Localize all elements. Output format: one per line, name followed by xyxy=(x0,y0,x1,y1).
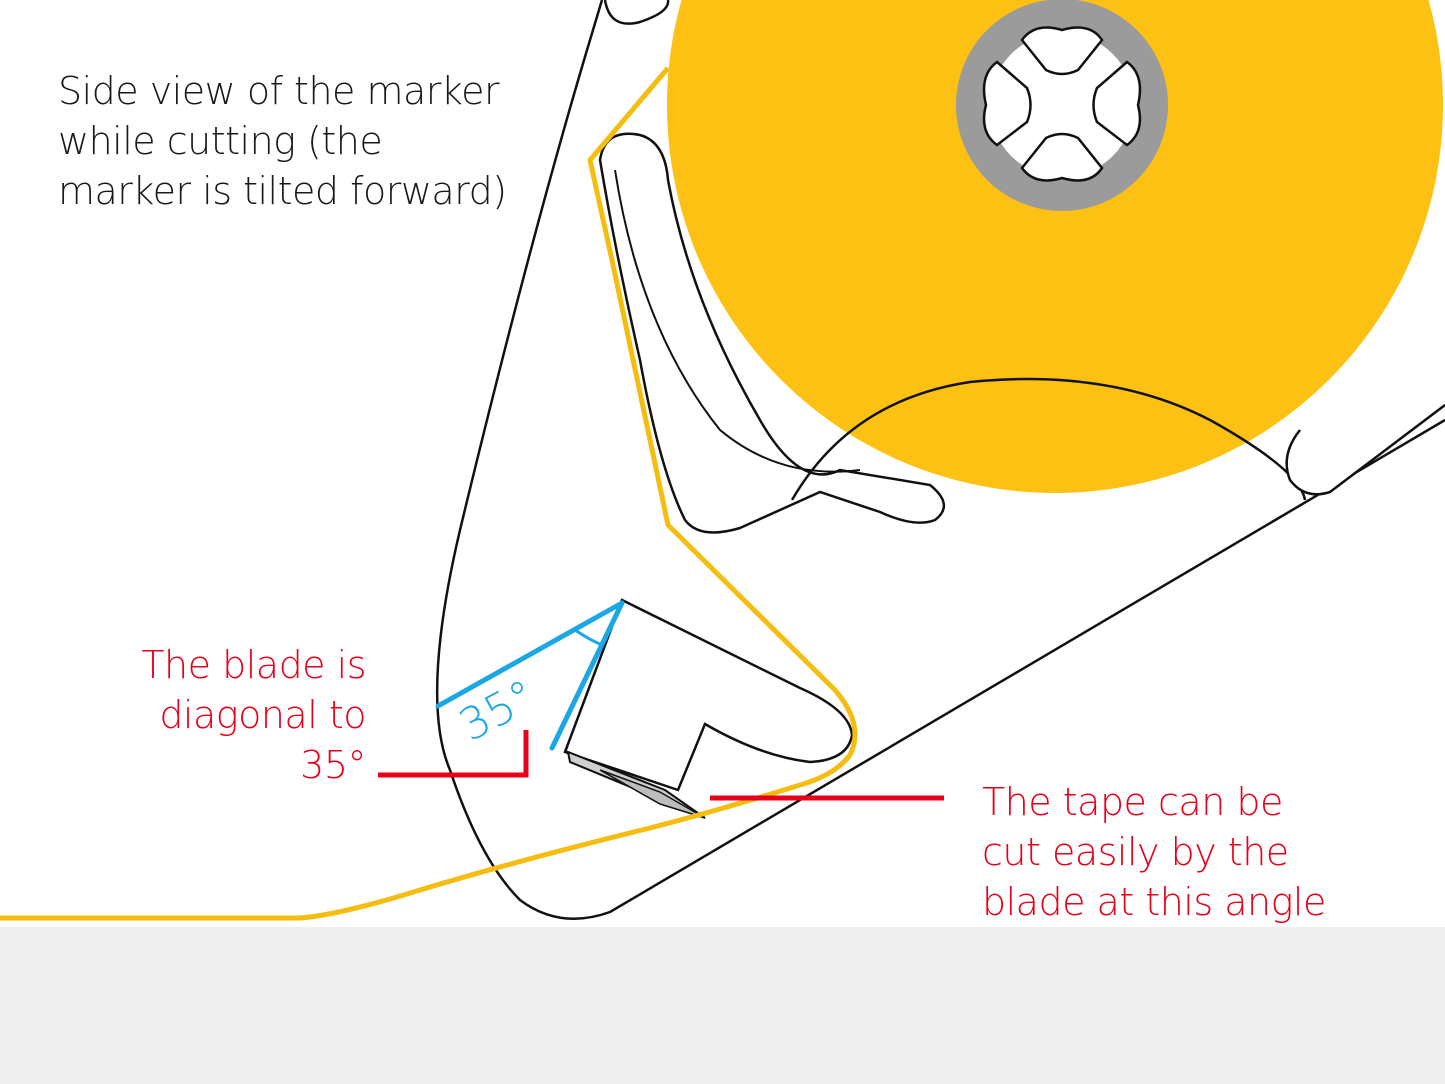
blade-holder xyxy=(563,598,854,792)
reel-hub-center xyxy=(990,33,1134,177)
reel-hub-holes xyxy=(982,26,1142,182)
right-slot xyxy=(1285,404,1445,496)
angle-marker xyxy=(435,600,625,751)
reel-inner-arc xyxy=(614,169,861,473)
marker-body-outline xyxy=(435,0,1445,920)
reel-lower-arc xyxy=(790,377,1307,501)
blade-angle-note: The blade is diagonal to 35° xyxy=(141,643,366,787)
angle-label: 35° xyxy=(451,670,544,752)
blade-tip xyxy=(599,769,706,819)
ground-surface xyxy=(0,927,1445,1084)
tape-cut-note: The tape can be cut easily by the blade … xyxy=(982,780,1326,924)
tape-reel xyxy=(667,0,1443,493)
diagram-caption: Side view of the marker while cutting (t… xyxy=(58,69,507,213)
guide-slot xyxy=(598,132,945,534)
blade-note-leader xyxy=(378,730,529,778)
tape-path xyxy=(0,66,858,921)
marker-top-edge xyxy=(603,0,670,25)
